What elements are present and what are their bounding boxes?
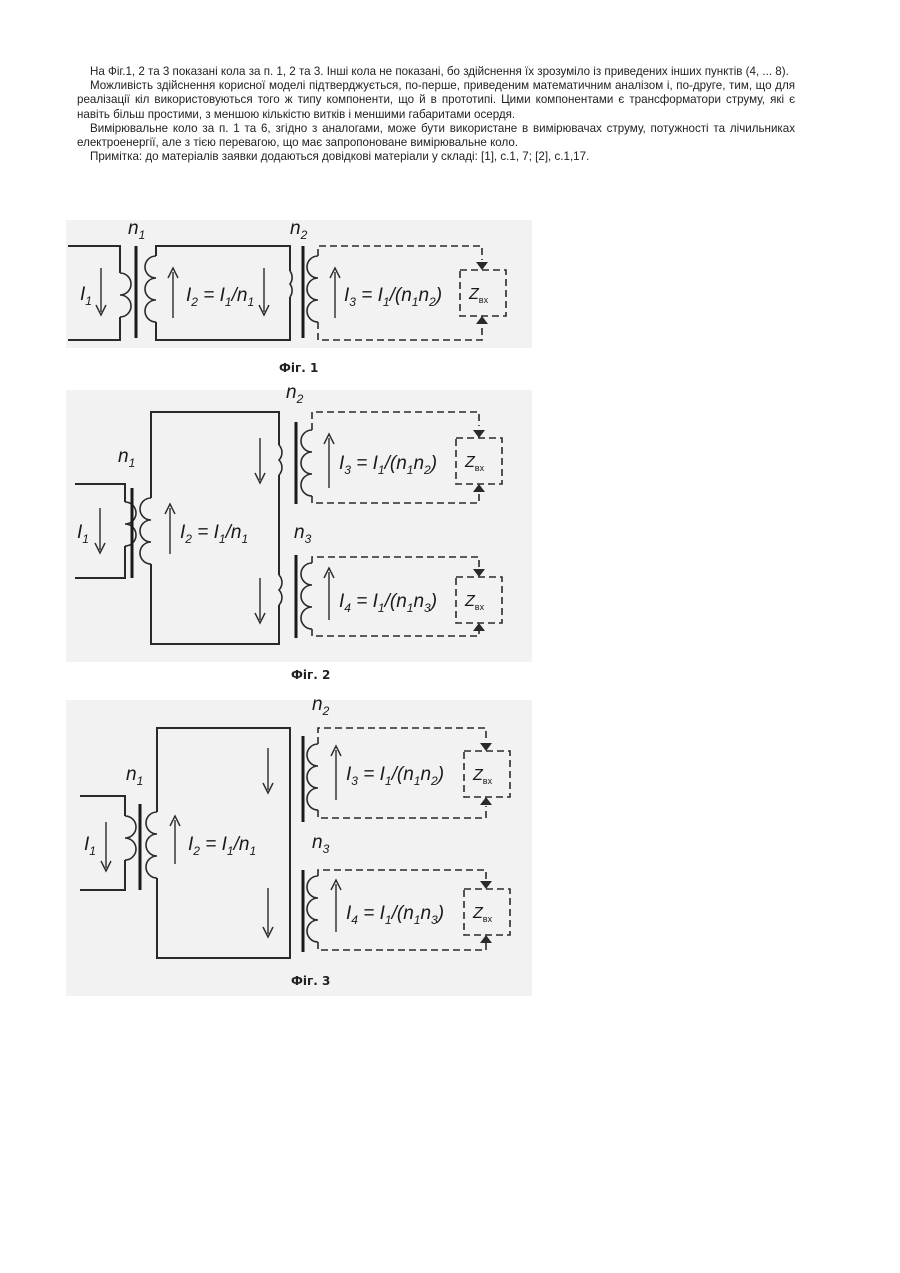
paragraph-feasibility: Можливість здійснення корисної моделі пі… bbox=[77, 79, 795, 122]
figure-3-caption: Фіг. 3 bbox=[291, 974, 330, 988]
figure-1-caption: Фіг. 1 bbox=[279, 361, 318, 375]
fig3-formula-i3: I3 = I1/(n1n2) bbox=[346, 764, 444, 788]
figure-3: n2 n1 n3 I1 I2 = I1/n1 I3 = I1/(n1n2) I4… bbox=[0, 690, 900, 1000]
description-text: На Фіг.1, 2 та 3 показані кола за п. 1, … bbox=[77, 65, 795, 164]
paragraph-figures-intro: На Фіг.1, 2 та 3 показані кола за п. 1, … bbox=[77, 65, 795, 79]
figure-1: n1 n2 I1 I2 = I1/n1 I3 = I1/(n1n2) Zвх Ф… bbox=[0, 210, 900, 385]
fig2-formula-i3: I3 = I1/(n1n2) bbox=[339, 453, 437, 477]
fig2-label-n2: n2 bbox=[286, 382, 304, 406]
fig3-formula-i4: I4 = I1/(n1n3) bbox=[346, 903, 444, 927]
fig2-formula-i4: I4 = I1/(n1n3) bbox=[339, 591, 437, 615]
paragraph-note: Примітка: до матеріалів заявки додаються… bbox=[77, 150, 795, 164]
figure-2: n2 n1 n3 I1 I2 = I1/n1 I3 = I1/(n1n2) I4… bbox=[0, 380, 900, 690]
figure-2-caption: Фіг. 2 bbox=[291, 668, 330, 682]
paragraph-application: Вимірювальне коло за п. 1 та 6, згідно з… bbox=[77, 122, 795, 150]
fig3-label-n2: n2 bbox=[312, 694, 330, 718]
fig1-formula-i3: I3 = I1/(n1n2) bbox=[344, 285, 442, 309]
